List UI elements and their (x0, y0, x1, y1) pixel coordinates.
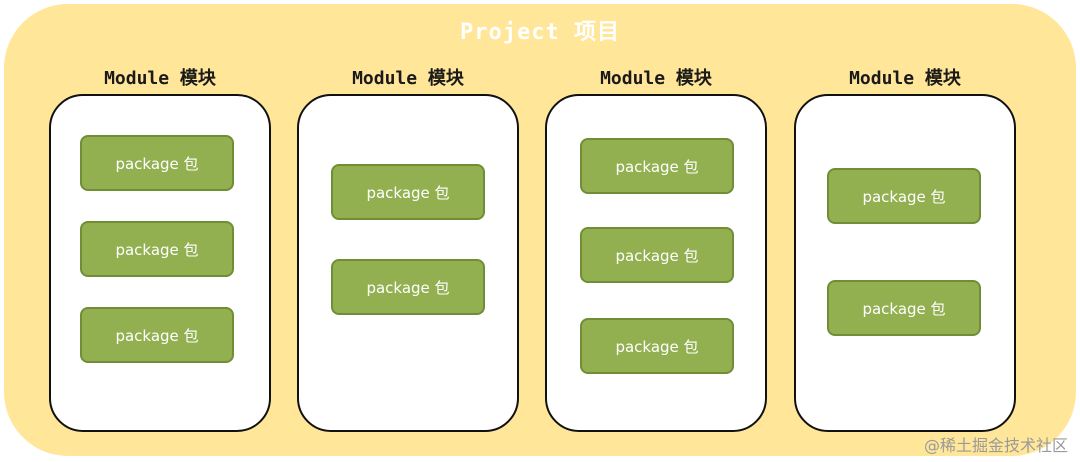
package-box: package 包 (580, 138, 734, 194)
module-title-1: Module 模块 (104, 68, 216, 89)
module-box-1: package 包 package 包 package 包 (49, 94, 271, 432)
package-box: package 包 (80, 307, 234, 363)
package-box: package 包 (80, 221, 234, 277)
package-box: package 包 (580, 227, 734, 283)
package-box: package 包 (331, 259, 485, 315)
module-title-2: Module 模块 (352, 68, 464, 89)
package-box: package 包 (827, 168, 981, 224)
module-box-3: package 包 package 包 package 包 (545, 94, 767, 432)
package-box: package 包 (827, 280, 981, 336)
watermark: @稀土掘金技术社区 (923, 436, 1068, 455)
package-box: package 包 (80, 135, 234, 191)
module-box-2: package 包 package 包 (297, 94, 519, 432)
module-title-3: Module 模块 (600, 68, 712, 89)
project-title: Project 项目 (460, 20, 620, 45)
module-box-4: package 包 package 包 (794, 94, 1016, 432)
package-box: package 包 (580, 318, 734, 374)
module-title-4: Module 模块 (849, 68, 961, 89)
package-box: package 包 (331, 164, 485, 220)
